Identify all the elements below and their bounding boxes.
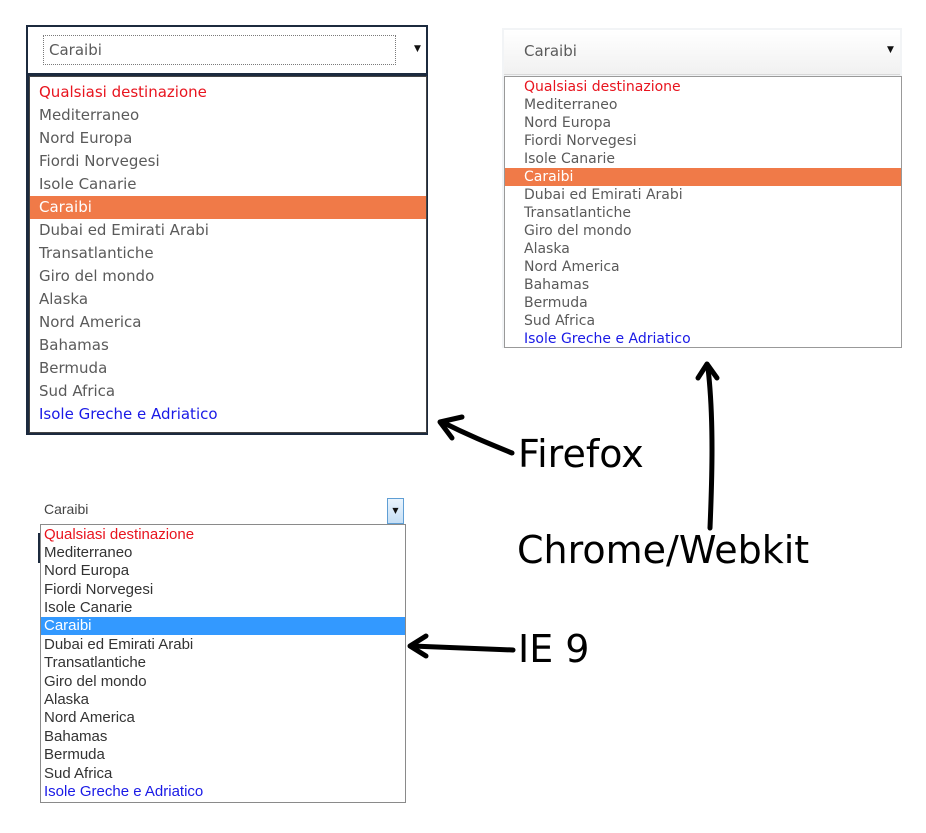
list-item[interactable]: Sud Africa: [44, 765, 113, 782]
list-item-selected[interactable]: Caraibi: [505, 168, 901, 186]
arrow-to-ie: [409, 643, 516, 653]
list-item[interactable]: Sud Africa: [39, 382, 116, 400]
list-item[interactable]: Sud Africa: [524, 313, 596, 329]
list-item[interactable]: Fiordi Norvegesi: [39, 152, 160, 170]
list-item[interactable]: Giro del mondo: [39, 267, 155, 285]
firefox-select[interactable]: [28, 27, 426, 73]
firefox-select-value: Caraibi: [43, 35, 396, 65]
list-item[interactable]: Isole Greche e Adriatico: [524, 331, 691, 347]
list-item[interactable]: Fiordi Norvegesi: [524, 133, 637, 149]
ie-label: IE 9: [518, 627, 590, 671]
list-item-selected[interactable]: Caraibi: [30, 196, 426, 219]
dropdown-arrow-icon[interactable]: ▼: [414, 44, 421, 54]
arrow-head-chrome: [695, 361, 720, 381]
arrow-to-chrome: [705, 365, 715, 531]
chrome-label: Chrome/Webkit: [517, 528, 810, 572]
list-item[interactable]: Alaska: [39, 290, 89, 308]
chrome-select-value: Caraibi: [524, 42, 577, 60]
list-item[interactable]: Qualsiasi destinazione: [44, 526, 195, 543]
list-item[interactable]: Mediterraneo: [524, 97, 618, 113]
list-item[interactable]: Transatlantiche: [39, 244, 154, 262]
list-item[interactable]: Dubai ed Emirati Arabi: [39, 221, 209, 239]
list-item-selected[interactable]: Caraibi: [41, 617, 405, 635]
list-item[interactable]: Giro del mondo: [524, 223, 632, 239]
dropdown-arrow-icon[interactable]: ▼: [387, 498, 404, 524]
chrome-dropdown-list: Qualsiasi destinazione Mediterraneo Nord…: [504, 76, 902, 348]
firefox-label: Firefox: [518, 432, 644, 476]
list-item[interactable]: Bermuda: [524, 295, 588, 311]
dropdown-arrow-icon[interactable]: ▼: [887, 45, 894, 55]
list-item[interactable]: Transatlantiche: [524, 205, 631, 221]
list-item[interactable]: Nord Europa: [44, 562, 130, 579]
firefox-dropdown-list: Qualsiasi destinazione Mediterraneo Nord…: [29, 76, 427, 433]
list-item[interactable]: Bahamas: [524, 277, 590, 293]
arrow-head-firefox: [437, 414, 465, 441]
list-item[interactable]: Bermuda: [44, 746, 105, 763]
list-item[interactable]: Qualsiasi destinazione: [524, 79, 681, 95]
list-item[interactable]: Nord America: [524, 259, 620, 275]
list-item[interactable]: Qualsiasi destinazione: [39, 83, 207, 101]
list-item[interactable]: Mediterraneo: [39, 106, 140, 124]
list-item[interactable]: Isole Greche e Adriatico: [39, 405, 218, 423]
list-item[interactable]: Isole Canarie: [44, 599, 133, 616]
list-item[interactable]: Alaska: [524, 241, 570, 257]
list-item[interactable]: Bahamas: [39, 336, 109, 354]
list-item[interactable]: Nord America: [44, 709, 135, 726]
arrow-to-firefox: [439, 419, 515, 456]
list-item[interactable]: Nord America: [39, 313, 142, 331]
list-item[interactable]: Bahamas: [44, 728, 108, 745]
ie-dropdown-list: Qualsiasi destinazione Mediterraneo Nord…: [40, 524, 406, 803]
list-item[interactable]: Mediterraneo: [44, 544, 133, 561]
ie-select-value[interactable]: Caraibi: [44, 501, 89, 517]
list-item[interactable]: Nord Europa: [39, 129, 133, 147]
list-item[interactable]: Bermuda: [39, 359, 108, 377]
list-item[interactable]: Alaska: [44, 691, 90, 708]
chrome-select[interactable]: [504, 30, 900, 75]
list-item[interactable]: Dubai ed Emirati Arabi: [524, 187, 683, 203]
arrow-head-ie: [407, 633, 429, 659]
list-item[interactable]: Transatlantiche: [44, 654, 146, 671]
list-item[interactable]: Isole Canarie: [524, 151, 616, 167]
list-item[interactable]: Isole Canarie: [39, 175, 137, 193]
list-item[interactable]: Fiordi Norvegesi: [44, 581, 154, 598]
list-item[interactable]: Dubai ed Emirati Arabi: [44, 636, 194, 653]
list-item[interactable]: Nord Europa: [524, 115, 612, 131]
list-item[interactable]: Giro del mondo: [44, 673, 147, 690]
list-item[interactable]: Isole Greche e Adriatico: [44, 783, 204, 800]
